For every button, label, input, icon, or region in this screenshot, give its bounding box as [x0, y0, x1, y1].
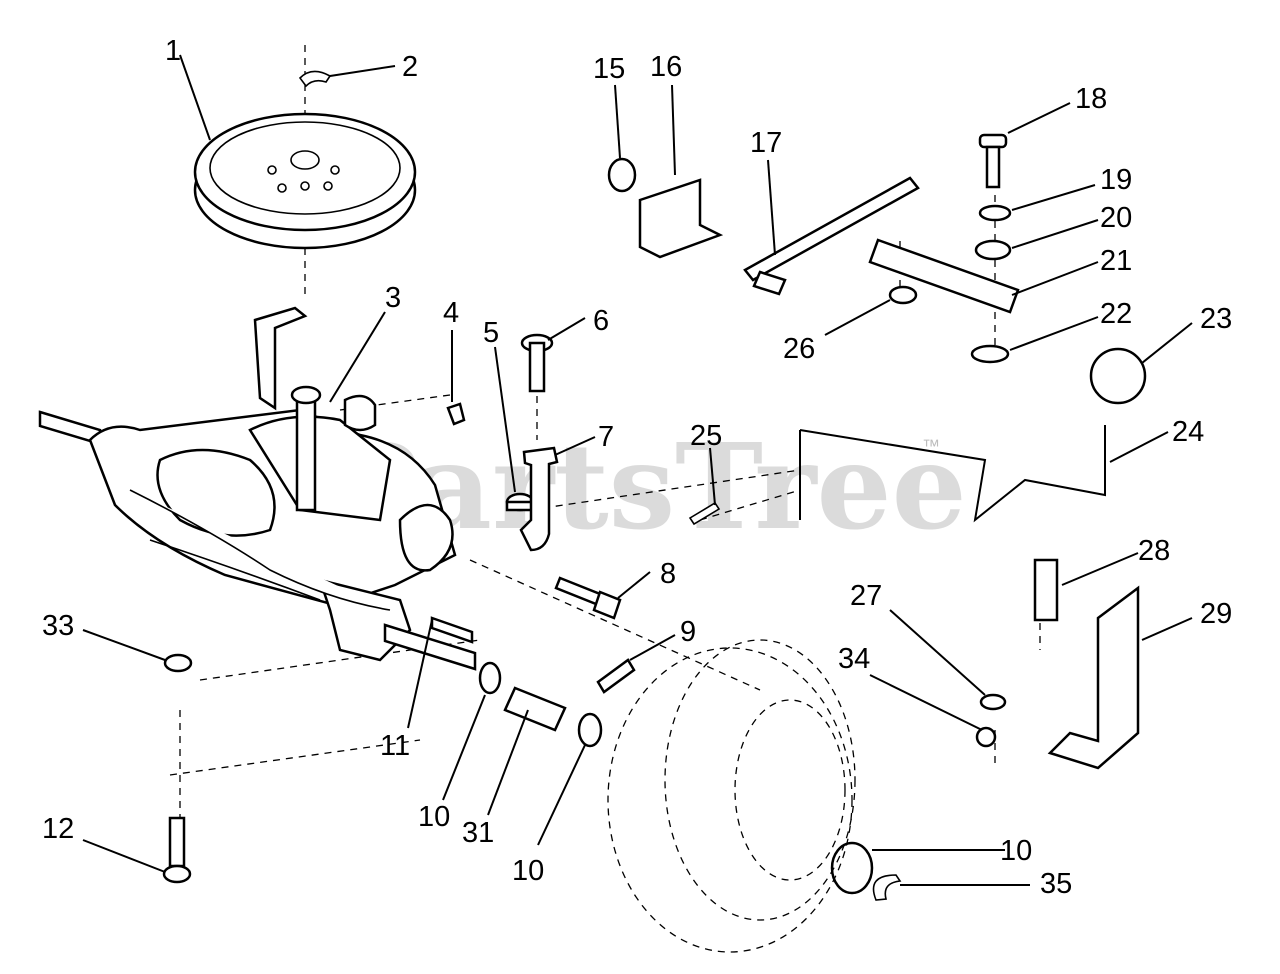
callout-6: 6	[593, 305, 609, 337]
callout-29: 29	[1200, 598, 1232, 630]
rod-part-17	[743, 176, 920, 296]
pin-part-25	[688, 501, 721, 526]
callout-24: 24	[1172, 416, 1204, 448]
washer-part-10a	[478, 661, 502, 695]
washer-part-20	[974, 239, 1012, 261]
callout-23: 23	[1200, 303, 1232, 335]
leader-lines	[82, 54, 1193, 886]
callout-1: 1	[165, 35, 181, 67]
callout-10-a: 10	[418, 801, 450, 833]
callout-21: 21	[1100, 245, 1132, 277]
washer-part-19	[978, 204, 1012, 222]
callout-27: 27	[850, 580, 882, 612]
callout-26: 26	[783, 333, 815, 365]
spring-part-9	[596, 658, 636, 694]
transaxle-part	[38, 306, 477, 671]
callout-33: 33	[42, 610, 74, 642]
callout-5: 5	[483, 317, 499, 349]
callout-12: 12	[42, 813, 74, 845]
callout-34: 34	[838, 643, 870, 675]
callout-28: 28	[1138, 535, 1170, 567]
nut-part-33	[163, 653, 193, 673]
callout-8: 8	[660, 558, 676, 590]
bolt-part-8	[554, 576, 622, 620]
wheel-outline	[607, 639, 856, 953]
pulley-part	[193, 112, 417, 250]
lockwasher-part-34	[975, 726, 997, 748]
callout-4: 4	[443, 297, 459, 329]
bolt-part-18	[978, 133, 1008, 189]
callout-10-c: 10	[1000, 835, 1032, 867]
washer-part-22	[970, 344, 1010, 364]
nut-part-26	[888, 285, 918, 305]
nut-part-5	[505, 492, 535, 512]
callout-35: 35	[1040, 868, 1072, 900]
callout-20: 20	[1100, 202, 1132, 234]
spacer-part-31	[503, 686, 567, 732]
callout-17: 17	[750, 127, 782, 159]
key-part-11	[430, 616, 474, 644]
plate-part-21	[868, 238, 1020, 314]
callout-16: 16	[650, 51, 682, 83]
callout-2: 2	[402, 51, 418, 83]
callout-10-b: 10	[512, 855, 544, 887]
callout-31: 31	[462, 817, 494, 849]
bolt-part-6	[520, 333, 554, 393]
nut-part-27	[979, 693, 1007, 711]
bolt-part-12	[162, 816, 192, 884]
callout-7: 7	[598, 421, 614, 453]
clip-part	[298, 70, 332, 88]
washer-part-15	[607, 157, 637, 193]
washer-part-10b	[577, 712, 603, 748]
callout-22: 22	[1100, 298, 1132, 330]
lever-part-24	[799, 425, 1106, 523]
spring-part-28	[1033, 558, 1059, 622]
callout-25: 25	[690, 420, 722, 452]
callout-18: 18	[1075, 83, 1107, 115]
key-part-4	[446, 402, 466, 426]
callout-11: 11	[380, 730, 410, 762]
callout-labels: 1 2 3 4 5 6 7 8 9 10 10 10 11 12 15 16 1…	[42, 35, 1232, 900]
bracket-part-16	[638, 178, 724, 259]
washer-part-10c	[830, 841, 874, 895]
callout-9: 9	[680, 616, 696, 648]
bracket-part-29	[1047, 585, 1140, 770]
callout-19: 19	[1100, 164, 1132, 196]
bracket-part-7	[519, 446, 559, 552]
knob-part-23	[1089, 347, 1147, 405]
clip-part-35	[872, 874, 902, 901]
callout-3: 3	[385, 282, 401, 314]
callout-15: 15	[593, 53, 625, 85]
